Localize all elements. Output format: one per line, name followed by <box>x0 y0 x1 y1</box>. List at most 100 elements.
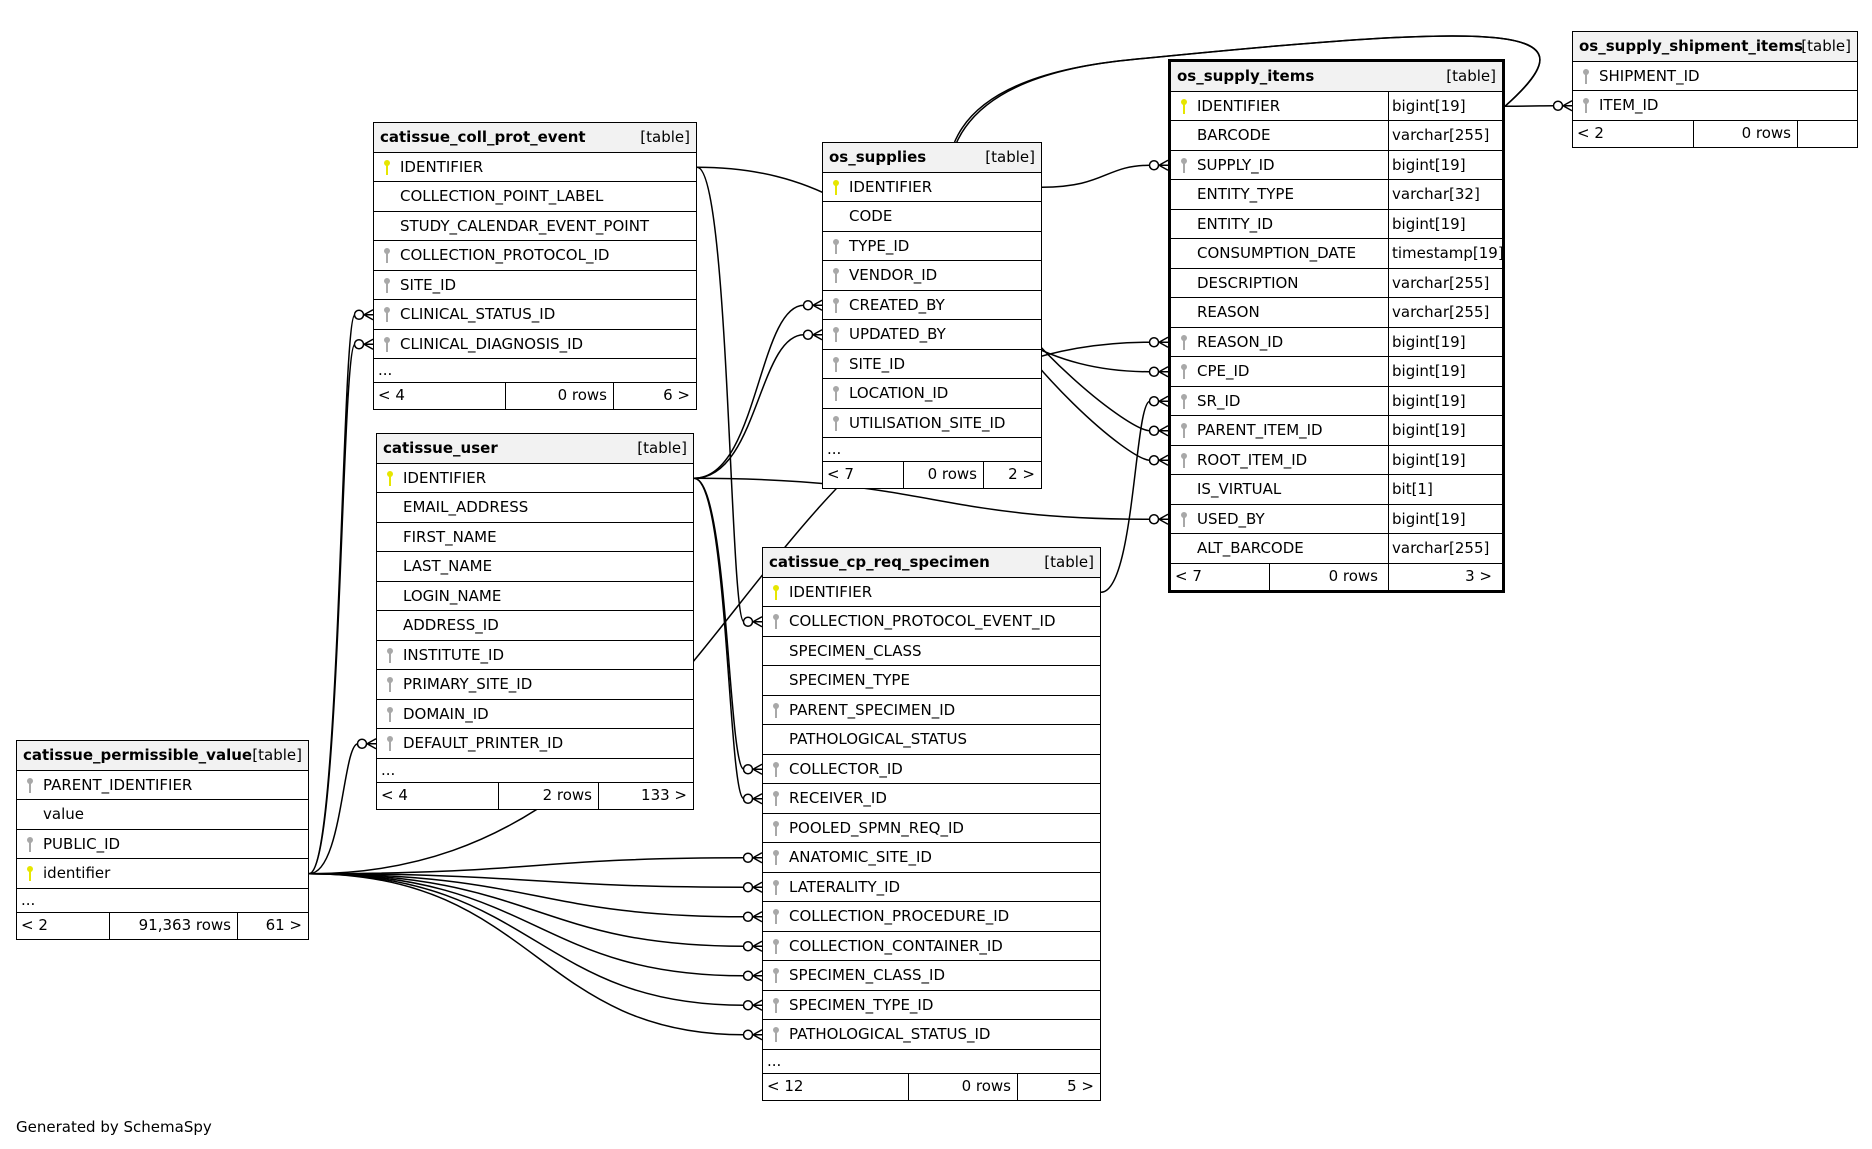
column-row[interactable]: COLLECTION_PROCEDURE_ID <box>763 902 1100 932</box>
table-catissue-permissible-value[interactable]: catissue_permissible_value[table]PARENT_… <box>16 740 309 940</box>
column-row[interactable]: DOMAIN_ID <box>377 700 693 729</box>
column-row[interactable]: PARENT_IDENTIFIER <box>17 771 308 800</box>
column-row[interactable]: CLINICAL_DIAGNOSIS_ID <box>374 330 696 359</box>
table-catissue-coll-prot-event[interactable]: catissue_coll_prot_event[table]IDENTIFIE… <box>373 122 697 410</box>
column-row[interactable]: LOGIN_NAME <box>377 582 693 611</box>
table-name[interactable]: catissue_user <box>383 439 498 457</box>
column-row[interactable]: DEFAULT_PRINTER_ID <box>377 729 693 759</box>
column-row[interactable]: PRIMARY_SITE_ID <box>377 670 693 700</box>
table-os-supply-shipment-items[interactable]: os_supply_shipment_items[table]SHIPMENT_… <box>1572 31 1858 148</box>
column-row[interactable]: VENDOR_ID <box>823 261 1041 291</box>
column-row[interactable]: UPDATED_BY <box>823 320 1041 350</box>
parents-link[interactable]: < 12 <box>767 1076 804 1095</box>
column-row[interactable]: TYPE_ID <box>823 232 1041 261</box>
column-row[interactable]: RECEIVER_ID <box>763 784 1100 814</box>
column-row[interactable]: identifier <box>17 859 308 889</box>
column-row[interactable]: CODE <box>823 202 1041 232</box>
column-name: SUPPLY_ID <box>1197 155 1275 174</box>
parents-link[interactable]: < 4 <box>381 785 408 804</box>
column-row[interactable]: SPECIMEN_CLASS <box>763 637 1100 666</box>
column-row[interactable]: COLLECTION_CONTAINER_ID <box>763 932 1100 961</box>
column-name: LOGIN_NAME <box>403 586 502 605</box>
table-name[interactable]: os_supply_items <box>1177 67 1315 85</box>
column-row[interactable]: CLINICAL_STATUS_ID <box>374 300 696 330</box>
column-row[interactable]: INSTITUTE_ID <box>377 641 693 670</box>
children-link[interactable]: 61 > <box>265 915 302 934</box>
column-row[interactable]: SITE_ID <box>823 350 1041 379</box>
parents-link[interactable]: < 7 <box>827 465 854 483</box>
crows-foot-icon <box>1148 159 1169 171</box>
column-row[interactable]: LOCATION_ID <box>823 379 1041 409</box>
column-row[interactable]: SPECIMEN_TYPE_ID <box>763 991 1100 1020</box>
parents-link[interactable]: < 7 <box>1175 566 1202 585</box>
column-row[interactable]: IDENTIFIER <box>374 153 696 182</box>
column-row[interactable]: UTILISATION_SITE_ID <box>823 409 1041 438</box>
children-link[interactable]: 2 > <box>1008 465 1035 483</box>
column-row[interactable]: PATHOLOGICAL_STATUS_ID <box>763 1020 1100 1050</box>
column-row[interactable]: COLLECTOR_ID <box>763 755 1100 784</box>
column-row[interactable]: value <box>17 800 308 830</box>
table-name[interactable]: catissue_cp_req_specimen <box>769 553 990 571</box>
table-name[interactable]: catissue_coll_prot_event <box>380 128 586 146</box>
column-row[interactable]: IDENTIFIER <box>377 464 693 493</box>
column-row[interactable]: IDENTIFIER <box>823 173 1041 202</box>
column-row[interactable]: SPECIMEN_CLASS_ID <box>763 961 1100 991</box>
parents-link[interactable]: < 2 <box>21 915 48 934</box>
column-row[interactable]: CREATED_BY <box>823 291 1041 320</box>
column-row[interactable]: PUBLIC_ID <box>17 830 308 859</box>
column-row[interactable]: SPECIMEN_TYPE <box>763 666 1100 696</box>
column-name: COLLECTION_CONTAINER_ID <box>789 936 1003 955</box>
column-row[interactable]: COLLECTION_POINT_LABEL <box>374 182 696 212</box>
column-type: varchar[255] <box>1392 126 1490 144</box>
column-row[interactable]: LATERALITY_ID <box>763 873 1100 902</box>
table-name[interactable]: os_supplies <box>829 148 927 166</box>
children-link[interactable]: 133 > <box>641 785 687 804</box>
column-name: DESCRIPTION <box>1197 273 1299 292</box>
column-row[interactable]: SITE_ID <box>374 271 696 300</box>
column-row[interactable]: PARENT_SPECIMEN_ID <box>763 696 1100 725</box>
column-row[interactable]: COLLECTION_PROTOCOL_ID <box>374 241 696 271</box>
column-row[interactable]: EMAIL_ADDRESS <box>377 493 693 523</box>
parents-link[interactable]: < 4 <box>378 386 405 404</box>
parents-link[interactable]: < 2 <box>1577 123 1604 142</box>
table-name[interactable]: os_supply_shipment_items <box>1579 37 1803 55</box>
column-row[interactable]: COLLECTION_PROTOCOL_EVENT_ID <box>763 607 1100 637</box>
table-catissue-cp-req-specimen[interactable]: catissue_cp_req_specimen[table]IDENTIFIE… <box>762 547 1101 1101</box>
column-row[interactable]: ITEM_ID <box>1573 91 1857 121</box>
column-name: SHIPMENT_ID <box>1599 66 1700 85</box>
children-link[interactable]: 6 > <box>663 386 690 404</box>
column-row[interactable]: PATHOLOGICAL_STATUS <box>763 725 1100 755</box>
column-name: IDENTIFIER <box>849 177 933 196</box>
table-name[interactable]: catissue_permissible_value <box>23 746 253 764</box>
more-columns: ... <box>374 359 696 383</box>
children-link[interactable]: 3 > <box>1465 566 1492 585</box>
column-row[interactable]: IDENTIFIER <box>763 578 1100 607</box>
column-row[interactable]: STUDY_CALENDAR_EVENT_POINT <box>374 212 696 241</box>
column-row[interactable]: FIRST_NAME <box>377 523 693 552</box>
column-row[interactable]: ANATOMIC_SITE_ID <box>763 843 1100 873</box>
column-row[interactable]: POOLED_SPMN_REQ_ID <box>763 814 1100 843</box>
children-link[interactable]: 5 > <box>1067 1076 1094 1095</box>
column-row[interactable]: ADDRESS_ID <box>377 611 693 641</box>
column-row[interactable]: LAST_NAME <box>377 552 693 582</box>
column-row[interactable]: SHIPMENT_ID <box>1573 62 1857 91</box>
